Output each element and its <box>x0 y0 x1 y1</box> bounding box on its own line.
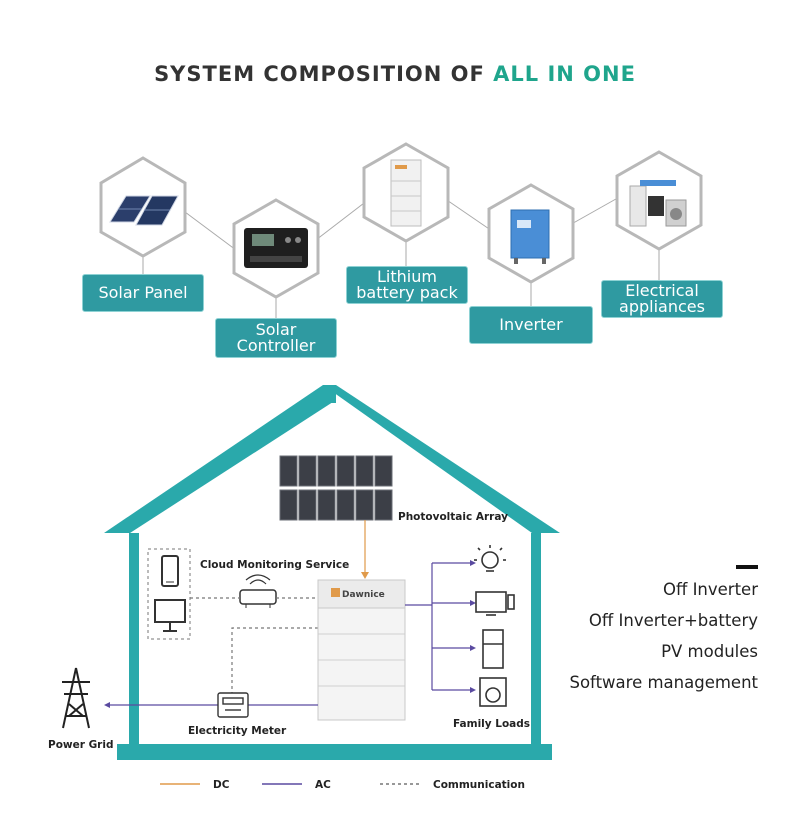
tv-icon <box>475 591 515 616</box>
lithium-battery-hexagon <box>362 142 450 243</box>
feature-2: Off Inverter+battery <box>588 611 758 630</box>
battery-brand: Dawnice <box>342 590 385 600</box>
battery-icon <box>390 159 422 227</box>
controller-icon <box>244 228 308 268</box>
pv-array <box>279 455 393 521</box>
ac-lines <box>110 562 470 706</box>
devices-box <box>147 548 191 640</box>
loads-label: Family Loads <box>453 718 531 730</box>
label-battery-line1: Lithium <box>377 267 437 286</box>
solar-panel-icon <box>109 195 179 226</box>
bulb-icon <box>474 545 506 572</box>
communication-lines <box>190 597 318 693</box>
title-accent: ALL IN ONE <box>493 62 636 86</box>
label-inverter: Inverter <box>469 306 593 344</box>
label-battery-line2: battery pack <box>356 283 458 302</box>
legend-dc-label: DC <box>213 779 230 791</box>
meter-label: Electricity Meter <box>188 725 287 737</box>
solar-panel-hexagon <box>99 156 187 258</box>
label-controller-line2: Controller <box>236 336 316 355</box>
router-icon <box>239 574 277 608</box>
page-title: SYSTEM COMPOSITION OF ALL IN ONE <box>0 62 790 86</box>
feature-3: PV modules <box>661 642 758 661</box>
label-solar-panel-text: Solar Panel <box>98 283 188 302</box>
house-roof <box>104 385 560 533</box>
power-tower-icon <box>62 667 90 729</box>
battery-tower <box>317 579 406 721</box>
inverter-icon <box>510 209 550 264</box>
fridge-icon <box>482 629 504 669</box>
title-main: SYSTEM COMPOSITION OF <box>154 62 494 86</box>
label-controller-line1: Solar <box>255 320 297 339</box>
side-dash <box>736 565 758 569</box>
grid-label: Power Grid <box>48 739 114 751</box>
legend-ac-label: AC <box>315 779 331 791</box>
feature-1: Off Inverter <box>662 580 758 599</box>
cloud-monitoring-label: Cloud Monitoring Service <box>200 559 350 571</box>
label-solar-panel: Solar Panel <box>82 274 204 312</box>
appliances-hexagon <box>615 150 703 251</box>
legend-comm-label: Communication <box>433 779 525 791</box>
monitor-icon <box>154 599 186 632</box>
feature-4: Software management <box>569 673 758 692</box>
pv-array-label: Photovoltaic Array <box>398 511 508 523</box>
appliances-icon <box>629 180 687 227</box>
label-appliances-line2: appliances <box>619 297 705 316</box>
label-inverter-text: Inverter <box>499 315 563 334</box>
solar-controller-hexagon <box>232 198 320 299</box>
label-appliances-line1: Electrical <box>625 281 699 300</box>
house-walls <box>117 533 552 760</box>
phone-icon <box>161 555 179 587</box>
meter-icon <box>217 692 249 718</box>
inverter-hexagon <box>487 183 575 284</box>
washer-icon <box>479 677 507 707</box>
